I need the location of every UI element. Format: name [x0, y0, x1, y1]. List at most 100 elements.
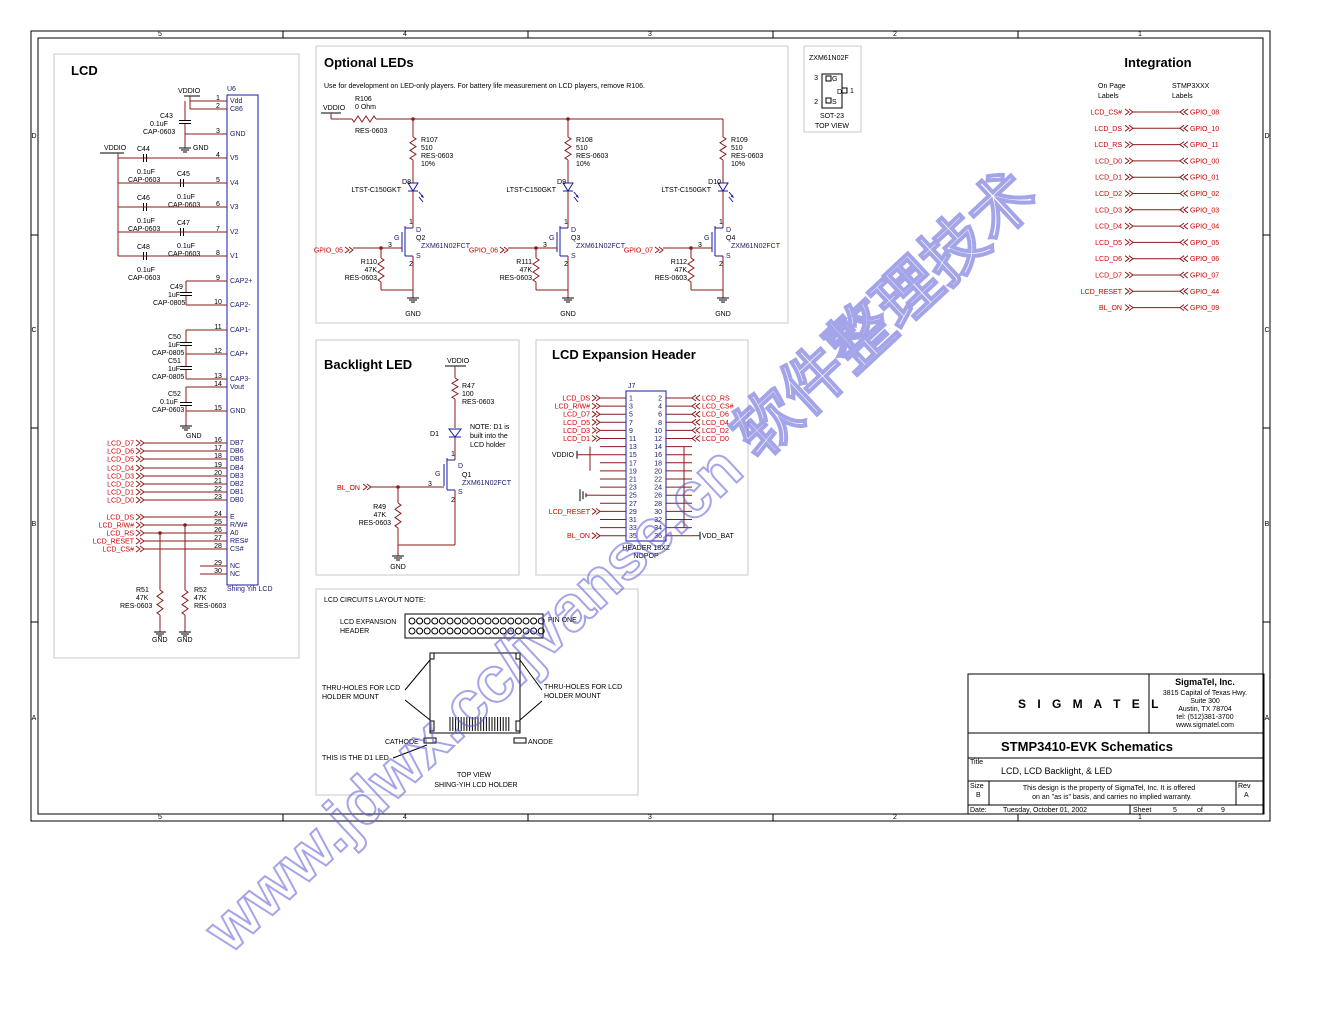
res-ref: R49	[373, 504, 386, 511]
wire	[519, 700, 543, 721]
led-ref: D8	[402, 179, 411, 186]
layout-panel	[315, 588, 639, 796]
pin-d: D	[837, 89, 842, 96]
net-label: LCD_CS#	[102, 547, 134, 554]
net-arrow	[1179, 141, 1189, 148]
resistor	[156, 589, 164, 616]
net-label: GPIO_44	[1190, 289, 1219, 296]
net-label: LCD_RS	[702, 396, 730, 403]
pin-num: 3	[629, 404, 633, 411]
ref: J7	[628, 383, 636, 390]
res-val: 510	[421, 145, 433, 152]
part: HEADER 18X2	[622, 545, 670, 552]
net-arrow	[1124, 287, 1134, 295]
cap-pkg: CAP-0603	[168, 202, 200, 209]
res-val: 47K	[374, 512, 387, 519]
header-pin	[514, 617, 522, 625]
res-ref: R52	[194, 587, 207, 594]
net-label: LCD_RESET	[93, 539, 135, 546]
net-arrow	[591, 427, 601, 434]
pin-num: 6	[216, 201, 220, 208]
tb-value: 9	[1221, 807, 1225, 814]
net-label: GPIO_00	[1190, 158, 1219, 165]
res-val: 47K	[365, 267, 378, 274]
net-label: LCD_D4	[1095, 224, 1122, 231]
pin-num: 12	[654, 436, 662, 443]
net-arrow	[135, 464, 145, 472]
pin-num: 16	[654, 452, 662, 459]
pin-num: 1	[451, 451, 455, 458]
section-title: Backlight LED	[324, 357, 412, 372]
header-pin	[492, 617, 500, 625]
pkg: SOT-23	[820, 113, 844, 120]
cap-pkg: CAP-0603	[168, 251, 200, 258]
pin-num: 15	[629, 452, 637, 459]
col-label: 4	[403, 31, 407, 38]
net-arrow	[691, 394, 701, 402]
pin-num: 29	[629, 509, 637, 516]
pin-name: V4	[230, 180, 239, 187]
header-pin	[438, 627, 446, 635]
header-pin	[461, 627, 469, 635]
led-ref: D10	[708, 179, 721, 186]
tb-value: B	[976, 792, 981, 799]
pin-num: 3	[216, 128, 220, 135]
col-label: 5	[158, 814, 162, 821]
pin-num: 1	[850, 88, 854, 95]
fet-ref: Q4	[726, 235, 735, 242]
pin-num: 1	[216, 95, 220, 102]
res-ref: R109	[731, 137, 748, 144]
pin-d: D	[416, 227, 421, 234]
pin-s: S	[416, 253, 421, 260]
res-pkg: RES-0603	[576, 153, 608, 160]
net-arrow	[591, 418, 601, 426]
cap-pkg: CAP-0603	[128, 177, 160, 184]
pin-num: 36	[654, 533, 662, 540]
pin-name: NC	[230, 571, 240, 578]
net-arrow	[135, 521, 145, 529]
net-label: LCD_D0	[1095, 158, 1122, 165]
anode-pad	[513, 737, 527, 744]
pin-num: 35	[629, 533, 637, 540]
pin-num: 23	[214, 494, 222, 501]
note: THRU-HOLES FOR LCD	[322, 685, 400, 692]
net-arrow	[1179, 173, 1189, 181]
pin-s: S	[571, 253, 576, 260]
pin-num: 8	[216, 250, 220, 257]
res-val: 47K	[194, 595, 207, 602]
net-label: LCD_D6	[107, 449, 134, 456]
net-label: GPIO_07	[1190, 273, 1219, 280]
net-arrow	[691, 418, 701, 426]
net-arrow	[1179, 108, 1189, 116]
note: CATHODE	[385, 739, 419, 746]
mount-hole	[429, 652, 435, 660]
resistor	[532, 257, 540, 283]
note: HEADER	[340, 628, 369, 635]
res-pkg: RES-0603	[355, 128, 387, 135]
cap-ref: C49	[170, 284, 183, 291]
net-arrow	[591, 532, 601, 540]
header-pin	[423, 617, 431, 625]
pin-num: 30	[214, 568, 222, 575]
net-arrow	[135, 529, 145, 537]
header-pin	[423, 627, 431, 635]
net-label: LCD_CS#	[702, 404, 734, 411]
section-title: LCD Expansion Header	[552, 347, 696, 362]
mount-hole	[515, 652, 521, 660]
header-pin	[476, 617, 484, 625]
net-arrow	[135, 447, 145, 455]
net-label: LCD_D1	[1095, 175, 1122, 182]
row-label: A	[1265, 715, 1270, 722]
net-arrow	[1124, 304, 1134, 311]
net-label: LCD_D2	[702, 428, 729, 435]
row-label: B	[1265, 521, 1270, 528]
pin-num: 30	[654, 509, 662, 516]
logo: S I G M A T E L	[1018, 697, 1162, 711]
res-ref: R111	[516, 259, 532, 266]
power-label: VDDIO	[447, 358, 470, 365]
net-arrow	[1179, 222, 1189, 230]
res-ref: R107	[421, 137, 438, 144]
pin-num: 21	[629, 477, 637, 484]
cap-val: 1uF	[168, 366, 180, 373]
